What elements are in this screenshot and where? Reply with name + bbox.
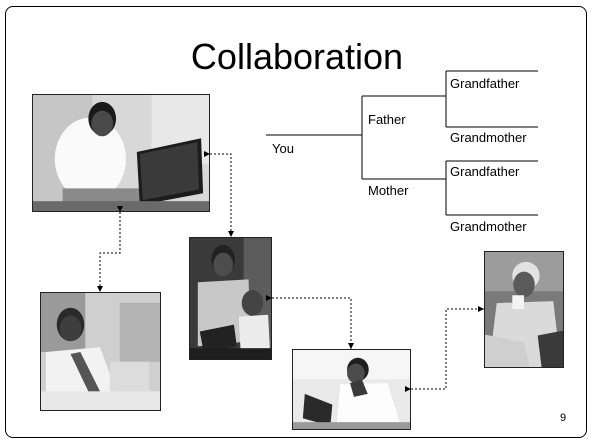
photo-woman-with-laptop [32,94,210,212]
photo-woman-at-laptop [292,349,411,430]
label-you: You [272,141,294,156]
label-maternal-grandfather: Grandfather [450,164,520,179]
label-paternal-grandfather: Grandfather [450,76,520,91]
photo-elderly-woman-with-cup [484,251,564,368]
page-number: 9 [560,412,567,424]
photo-man-with-laptop [40,292,161,411]
slide-title: Collaboration [190,36,404,77]
label-father: Father [368,112,406,127]
label-mother: Mother [368,183,409,198]
photo-father-with-child [189,237,272,360]
label-paternal-grandmother: Grandmother [450,130,527,145]
label-maternal-grandmother: Grandmother [450,219,527,234]
